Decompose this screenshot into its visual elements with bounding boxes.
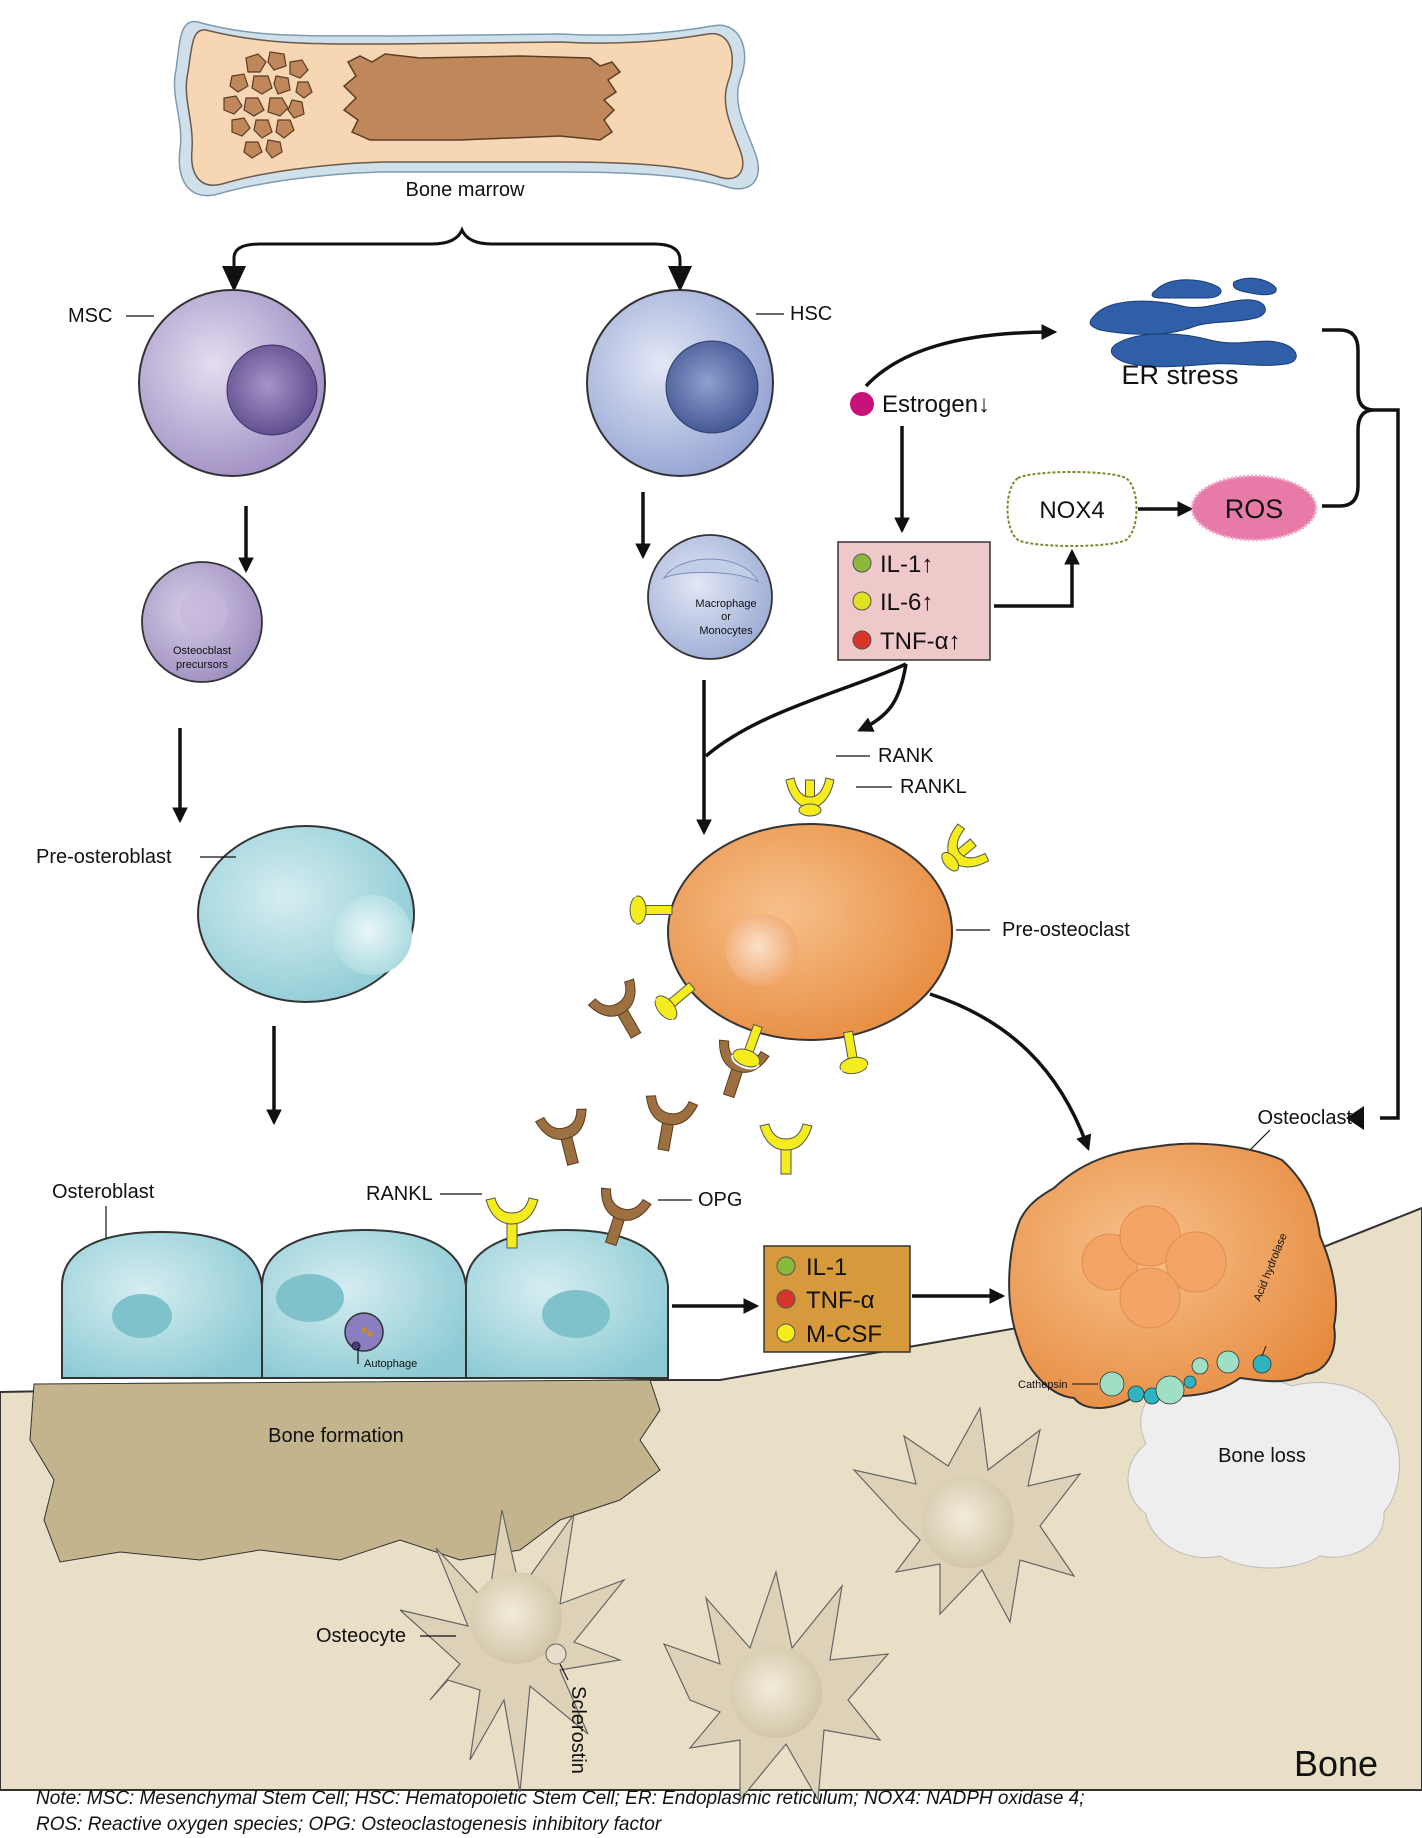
rankl-top-label: RANKL xyxy=(900,776,967,798)
sclerostin-label: Sclerostin xyxy=(567,1686,589,1774)
opg-label: OPG xyxy=(698,1189,742,1211)
ros-label: ROS xyxy=(1225,494,1284,524)
free-opg-3 xyxy=(703,1037,771,1105)
sclerostin-leader-line xyxy=(559,1663,569,1681)
pre-osteoclast-cell xyxy=(627,777,991,1079)
bone-loss-label: Bone loss xyxy=(1218,1445,1306,1467)
arrow-to-osteoclast-head xyxy=(1346,1106,1364,1130)
pre-osteroblast-cell xyxy=(197,825,415,1003)
osteoblast-precursors-label-line1: Osteocblast xyxy=(173,645,231,657)
free-rankl-1 xyxy=(759,1123,813,1175)
osteoblast-precursors-label-line2: precursors xyxy=(176,659,228,671)
arrow-cytokines-to-rank xyxy=(857,663,908,732)
cytokine-top-2: IL-6↑ xyxy=(880,589,933,616)
hsc-label: HSC xyxy=(790,303,832,325)
autophage-label: Autophage xyxy=(364,1358,417,1370)
free-opg-4 xyxy=(586,976,660,1049)
cytokine-top-1: IL-1↑ xyxy=(880,551,933,578)
osteroblast-label: Osteroblast xyxy=(52,1181,155,1203)
line-cytokines-to-pre-osteoclast xyxy=(704,662,907,758)
rankl-bottom-label: RANKL xyxy=(366,1183,433,1205)
macrophage-label-line1: Macrophage xyxy=(695,598,756,610)
osteroblast-cells xyxy=(61,1228,669,1379)
osteoclast-cell xyxy=(1008,1142,1337,1409)
long-bone-illustration xyxy=(173,20,759,197)
cytokine-bottom-dot-3 xyxy=(776,1323,796,1343)
estrogen-label: Estrogen↓ xyxy=(882,391,990,418)
cathepsin-label: Cathepsin xyxy=(1018,1379,1068,1391)
pre-osteoclast-label: Pre-osteoclast xyxy=(1002,919,1130,941)
er-stress-label: ER stress xyxy=(1121,360,1238,390)
note-line-2: ROS: Reactive oxygen species; OPG: Osteo… xyxy=(36,1814,662,1835)
osteocyte-label: Osteocyte xyxy=(316,1625,406,1647)
estrogen-dot xyxy=(850,392,874,416)
nox4-label: NOX4 xyxy=(1039,497,1104,524)
note-line-1: Note: MSC: Mesenchymal Stem Cell; HSC: H… xyxy=(36,1788,1085,1809)
bone-marrow-label: Bone marrow xyxy=(406,179,525,201)
free-opg-2 xyxy=(637,1093,699,1155)
nox4-shape xyxy=(1006,471,1138,547)
er-ros-to-osteoclast-arrow xyxy=(1322,328,1400,1120)
cytokine-bottom-dot-2 xyxy=(776,1289,796,1309)
cytokine-bottom-2: TNF-α xyxy=(806,1287,875,1314)
cytokine-bottom-1: IL-1 xyxy=(806,1254,847,1281)
arrow-estrogen-to-er-stress xyxy=(864,324,1058,388)
cytokine-top-dot-3 xyxy=(852,630,872,650)
ros-shape xyxy=(1190,474,1318,542)
pre-osteroblast-label: Pre-osteroblast xyxy=(36,846,172,868)
cytokine-box-top: IL-1↑ IL-6↑ TNF-α↑ xyxy=(837,541,991,661)
free-opg-1 xyxy=(534,1106,599,1171)
osteoclast-label: Osteoclast xyxy=(1258,1107,1353,1129)
bone-formation-label: Bone formation xyxy=(268,1425,404,1447)
cytokine-bottom-dot-1 xyxy=(776,1256,796,1276)
arrow-to-hsc xyxy=(668,266,692,292)
macrophage-cell xyxy=(647,534,773,660)
arrow-cytokines-to-nox4 xyxy=(994,548,1080,608)
er-stress-shape xyxy=(1089,277,1297,368)
cytokine-top-3: TNF-α↑ xyxy=(880,628,961,655)
rank-label: RANK xyxy=(878,745,934,767)
msc-cell xyxy=(138,289,326,477)
arrow-to-msc xyxy=(222,266,246,292)
sclerostin-particle xyxy=(545,1643,567,1665)
osteoblast-precursor-cell xyxy=(141,561,263,683)
osteoclast-leader-line xyxy=(1249,1129,1271,1151)
osteocyte-cell-1 xyxy=(399,1509,626,1793)
acid-hydrolase-leader-line xyxy=(1261,1345,1267,1357)
bone-marrow-branch-arrows xyxy=(232,226,682,284)
cytokine-top-dot-2 xyxy=(852,591,872,611)
cytokine-bottom-3: M-CSF xyxy=(806,1321,882,1348)
arrow-pre-osteoclast-to-osteoclast xyxy=(929,992,1092,1151)
cytokine-box-bottom: IL-1 TNF-α M-CSF xyxy=(763,1245,911,1353)
macrophage-label-line2: or xyxy=(721,611,731,623)
macrophage-label-line3: Monocytes xyxy=(699,625,753,637)
osteocyte-cell-3 xyxy=(852,1406,1082,1624)
bone-label: Bone xyxy=(1294,1743,1378,1784)
cytokine-top-dot-1 xyxy=(852,553,872,573)
msc-label: MSC xyxy=(68,305,112,327)
osteocyte-cell-2 xyxy=(662,1569,890,1802)
hsc-cell xyxy=(586,289,774,477)
